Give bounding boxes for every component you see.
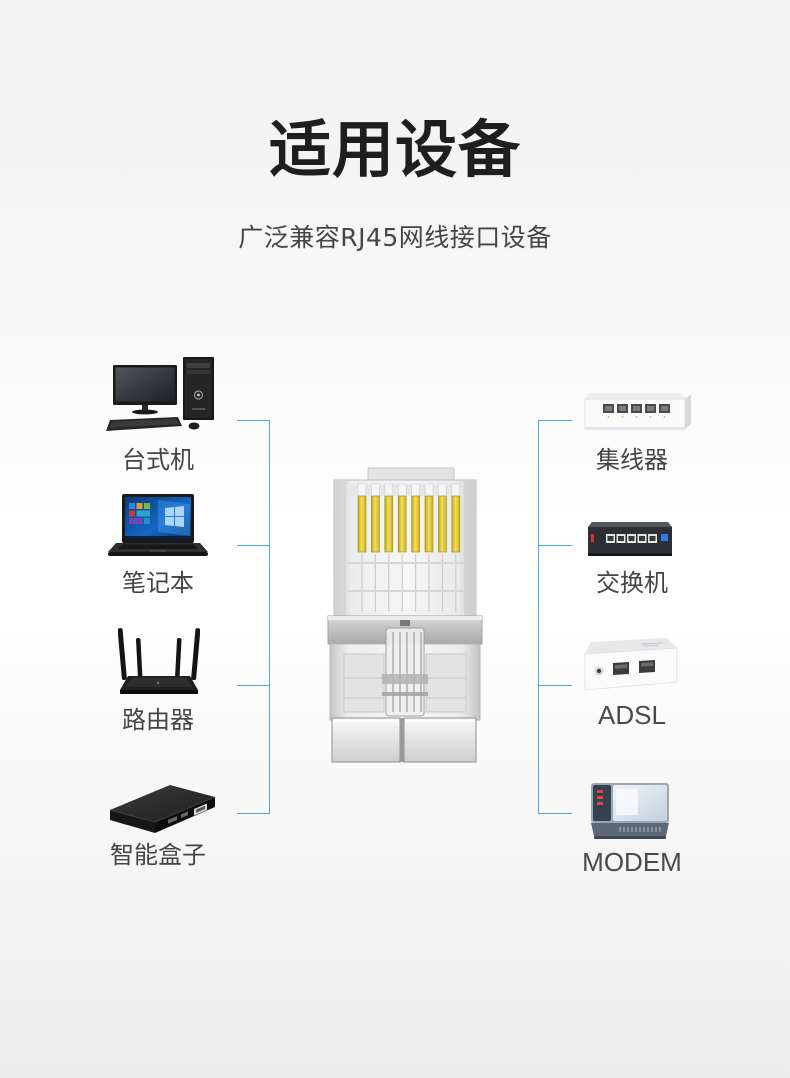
device-label: 路由器 xyxy=(122,706,194,734)
right-bracket-tick xyxy=(538,685,572,686)
left-bracket-tick xyxy=(237,685,269,686)
left-bracket-tick xyxy=(237,420,269,421)
desktop-computer-icon xyxy=(106,357,214,431)
router-icon xyxy=(118,628,200,694)
right-bracket-tick xyxy=(538,813,572,814)
connector-gold-pins xyxy=(357,483,461,553)
connector-top-tab xyxy=(367,467,455,481)
hub-icon xyxy=(584,393,691,430)
left-bracket-vertical xyxy=(269,420,270,814)
device-label: 交换机 xyxy=(596,569,668,597)
right-bracket-vertical xyxy=(538,420,539,814)
set-top-box-icon xyxy=(109,785,216,833)
page-subtitle: 广泛兼容RJ45网线接口设备 xyxy=(238,223,552,252)
device-label: 台式机 xyxy=(122,446,194,474)
page-title: 适用设备 xyxy=(268,113,521,186)
device-label: 集线器 xyxy=(596,446,668,474)
rj45-connector-icon xyxy=(327,467,483,763)
switch-icon xyxy=(588,522,672,556)
modem-icon xyxy=(591,783,669,839)
laptop-icon xyxy=(108,494,208,556)
adsl-splitter-icon xyxy=(584,638,678,691)
left-bracket-tick xyxy=(237,813,269,814)
connector-latch-clip xyxy=(382,627,428,717)
device-label: 笔记本 xyxy=(122,569,194,597)
device-label: 智能盒子 xyxy=(110,841,206,869)
device-label: ADSL xyxy=(598,700,666,730)
connector-bottom-faces xyxy=(331,717,477,763)
right-bracket-tick xyxy=(538,545,572,546)
left-bracket-tick xyxy=(237,545,269,546)
device-label: MODEM xyxy=(582,847,682,877)
right-bracket-tick xyxy=(538,420,572,421)
